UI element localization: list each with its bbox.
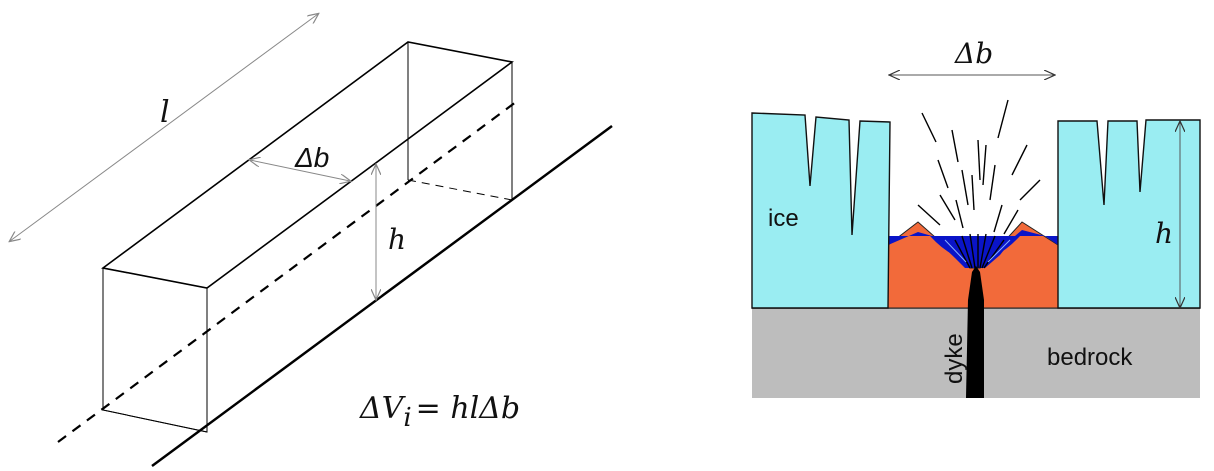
- plume-line: [939, 194, 956, 221]
- right-width-change-text: Δb: [954, 37, 993, 70]
- ice-label: ice: [768, 205, 799, 232]
- plume-line: [983, 239, 1005, 269]
- ice-block-left: [751, 112, 891, 309]
- plume-line: [937, 159, 949, 189]
- height-label: h: [388, 223, 406, 256]
- volume-formula: ΔVi= hlΔb: [359, 391, 520, 433]
- ice-block-right: [1057, 119, 1201, 309]
- plume-line: [969, 233, 976, 269]
- width-arrow: [250, 160, 350, 181]
- plume-line: [1019, 179, 1041, 201]
- plume-line: [1003, 209, 1019, 235]
- plume-water-streak: [944, 239, 967, 263]
- formula-subscript: i: [403, 403, 411, 433]
- plume-line: [961, 235, 973, 269]
- plume-line: [997, 99, 1009, 139]
- plume-line: [961, 169, 969, 206]
- ground-line-solid: [151, 124, 613, 468]
- eruption-plume: [917, 99, 1041, 269]
- dyke-label: dyke: [941, 333, 968, 384]
- ground-line-dashed: [57, 98, 521, 443]
- plume-line: [981, 235, 996, 269]
- right-diagram: Δb h ice bedrock dyke: [751, 37, 1201, 398]
- left-diagram: l Δb h ΔVi= hlΔb: [10, 14, 613, 468]
- plume-line: [982, 144, 987, 186]
- length-arrow: [10, 14, 318, 241]
- formula-rhs: = hlΔb: [416, 391, 520, 426]
- plume-line: [971, 174, 975, 211]
- plume-water-streak: [987, 239, 1011, 263]
- plume-line: [954, 239, 971, 269]
- plume-line: [1011, 144, 1028, 176]
- plume-line: [921, 112, 937, 143]
- plume-line: [979, 233, 987, 269]
- width-change-label: Δb: [294, 142, 329, 173]
- block-edge-near-bottom: [102, 409, 208, 433]
- plume-line: [917, 204, 941, 226]
- length-label: l: [160, 95, 170, 130]
- formula-delta: ΔV: [359, 391, 407, 426]
- meltwater-pool-main: [930, 236, 1020, 261]
- plume-water-streaks: [944, 239, 1011, 263]
- right-width-change-label: Δb: [954, 37, 993, 70]
- right-height-label: h: [1155, 217, 1173, 250]
- dyke: [966, 266, 984, 398]
- block-front-face: [102, 267, 208, 433]
- bedrock-label: bedrock: [1047, 344, 1133, 371]
- plume-line: [951, 129, 959, 163]
- plume-line: [993, 204, 1003, 233]
- plume-line: [955, 199, 964, 229]
- plume-line: [989, 164, 996, 201]
- plume-line: [977, 139, 981, 181]
- block-edge-far-bottom: [407, 179, 513, 201]
